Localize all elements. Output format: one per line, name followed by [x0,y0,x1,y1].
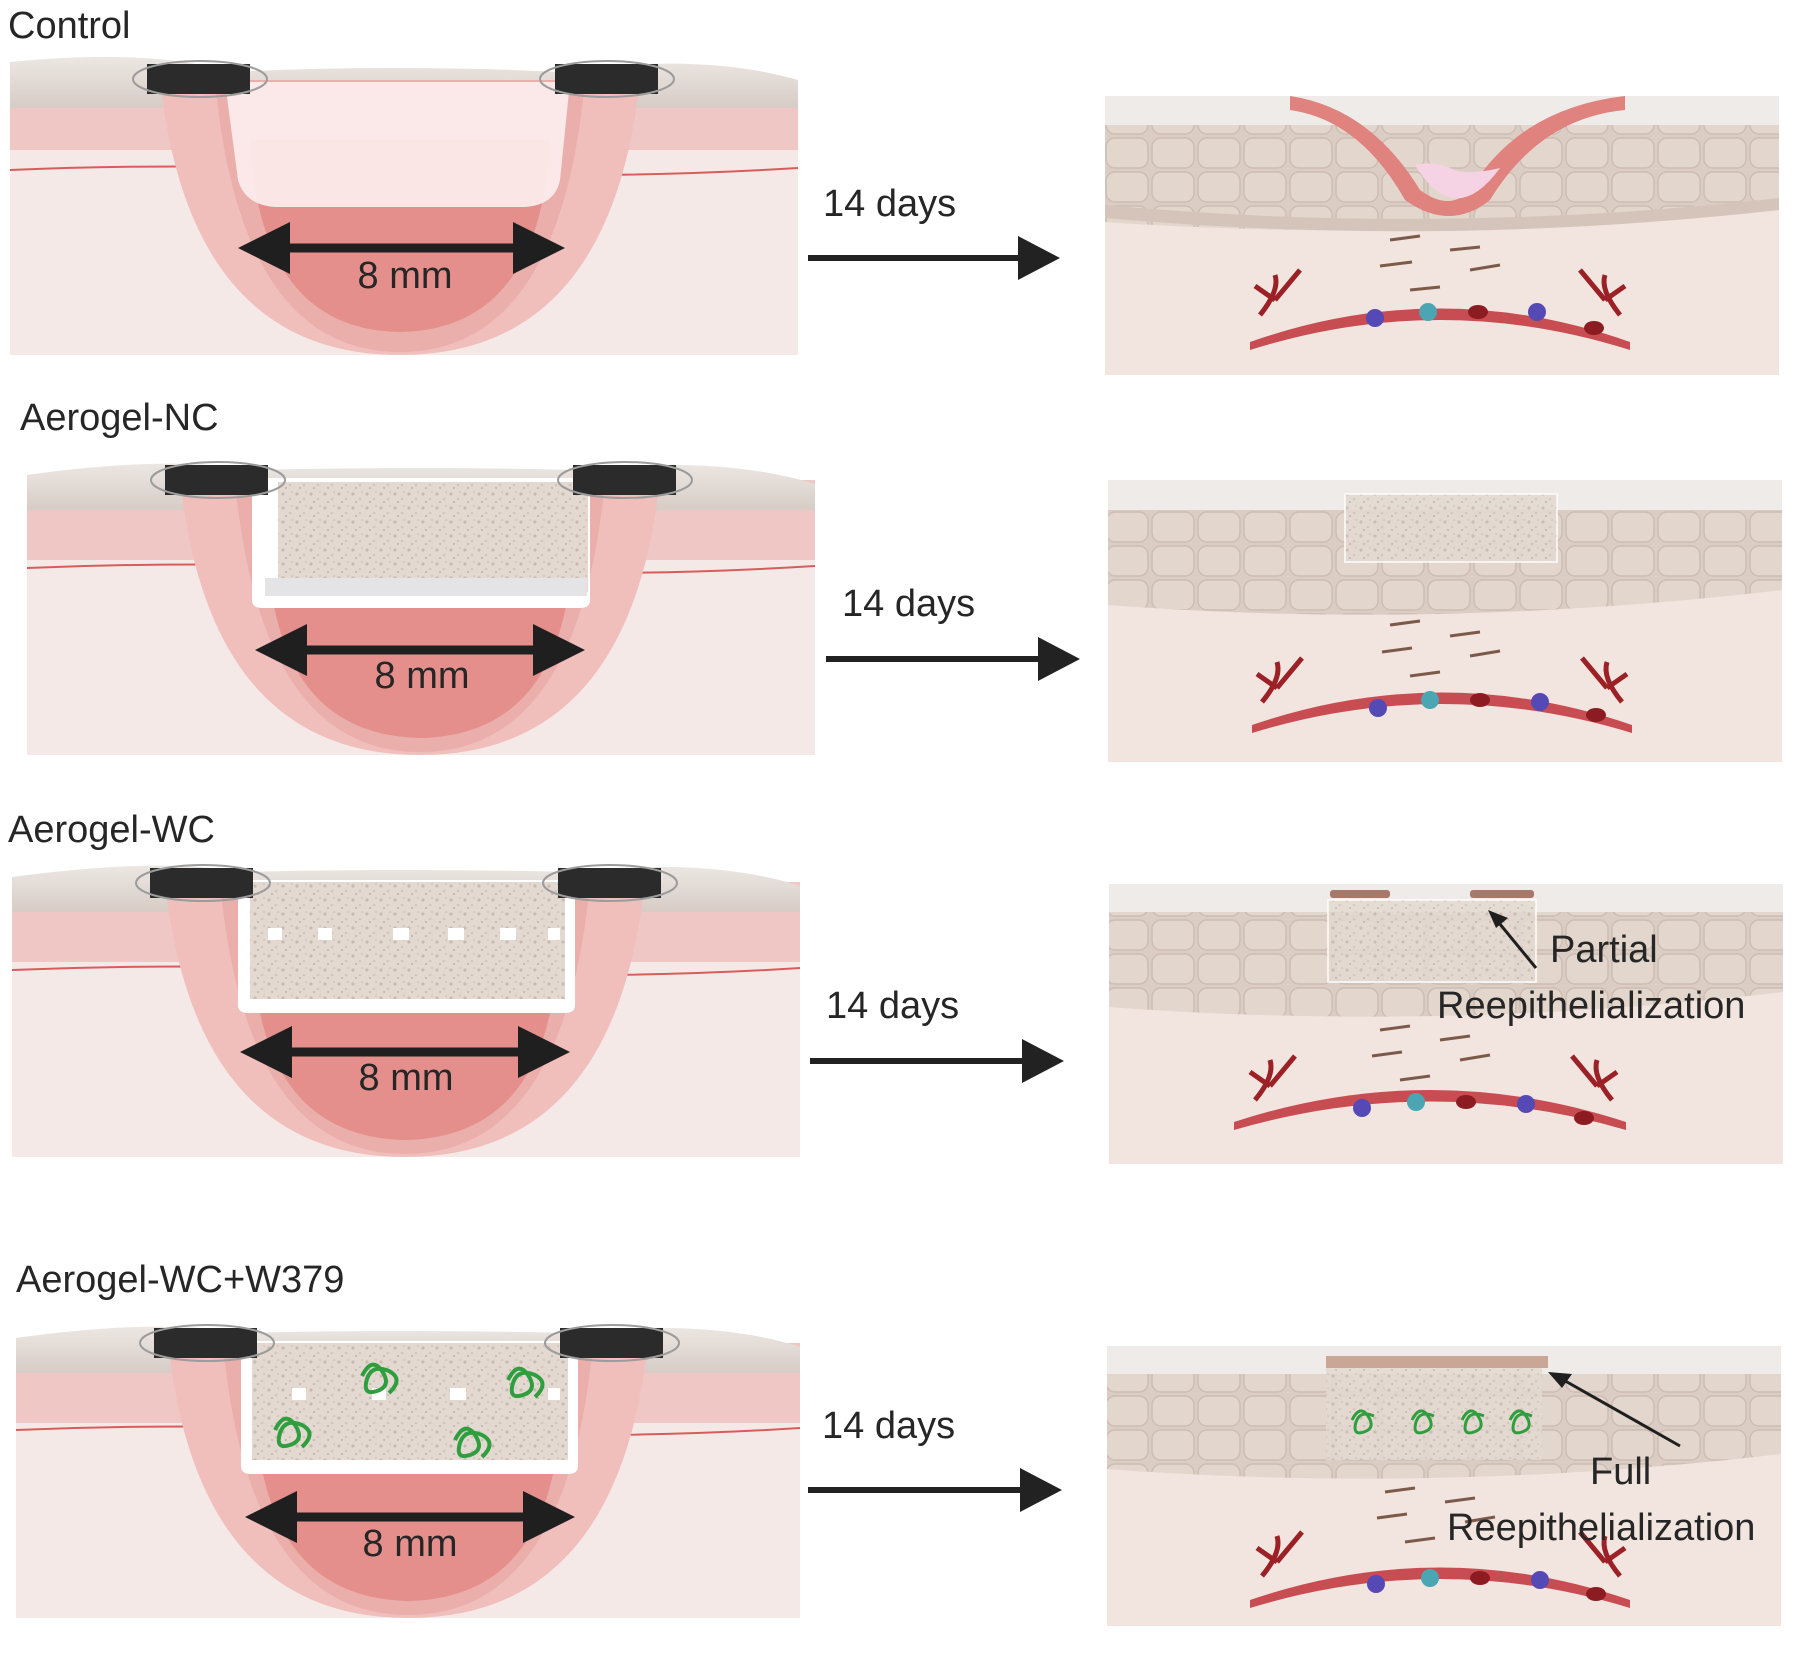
dimension-label-aerogel-nc: 8 mm [375,655,470,697]
protein-coil-icon [273,1362,545,1459]
row-label-control: Control [8,5,131,47]
duration-label-control: 14 days [823,183,956,225]
row-label-aerogel-nc: Aerogel-NC [20,397,219,439]
splint-right [555,64,658,94]
row-label-aerogel-wc-w379: Aerogel-WC+W379 [16,1259,344,1301]
dimension-label-aerogel-wc: 8 mm [359,1057,454,1099]
partial-reepithelialization-pointer [1493,917,1538,969]
healed-panel-control [1105,96,1779,375]
splint-right [573,465,676,495]
splint-right [558,868,661,898]
wound-panel-control: 8 mm [9,56,799,355]
outcome-label-full-reepithelialization: Reepithelialization [1447,1507,1755,1549]
aerogel-scaffold [252,1343,568,1460]
duration-label-aerogel-nc: 14 days [842,583,975,625]
full-reepithelialization-pointer [1559,1376,1681,1448]
scaffold-channels [268,928,560,940]
splint-left [150,868,253,898]
outcome-label-partial-reepithelialization: Reepithelialization [1437,985,1745,1027]
splint-left [165,465,268,495]
healed-panel-aerogel-wc-w379: Full Reepithelialization [1107,1346,1781,1626]
outcome-label-partial: Partial [1550,929,1658,971]
right-arrow-icon-aerogel-wc [810,1039,1064,1083]
outcome-label-full: Full [1590,1451,1651,1493]
dimension-arrow-aerogel-nc [255,624,585,676]
splint-right [560,1328,663,1358]
wound-panel-aerogel-wc: 8 mm [11,864,801,1157]
row-label-aerogel-wc: Aerogel-WC [8,809,215,851]
duration-label-aerogel-wc-w379: 14 days [822,1405,955,1447]
dimension-arrow-control [238,222,565,274]
healed-panel-aerogel-wc: Partial Reepithelialization [1109,884,1783,1164]
right-arrow-icon-control [808,236,1060,280]
dimension-arrow-aerogel-wc [240,1026,570,1078]
aerogel-scaffold [250,882,565,999]
right-arrow-icon-aerogel-wc-w379 [808,1468,1062,1512]
dimension-label-control: 8 mm [358,255,453,297]
wound-panel-aerogel-wc-w379: 8 mm [15,1324,801,1618]
blood-vessel-icon [1253,268,1302,317]
splint-left [154,1328,257,1358]
aerogel-scaffold [278,482,588,592]
healed-panel-aerogel-nc [1108,480,1782,762]
dimension-arrow-aerogel-wc-w379 [245,1491,575,1543]
splint-left [147,64,250,94]
right-arrow-icon-aerogel-nc [826,637,1080,681]
duration-label-aerogel-wc: 14 days [826,985,959,1027]
dimension-label-aerogel-wc-w379: 8 mm [363,1523,458,1565]
wound-panel-aerogel-nc: 8 mm [26,461,816,755]
